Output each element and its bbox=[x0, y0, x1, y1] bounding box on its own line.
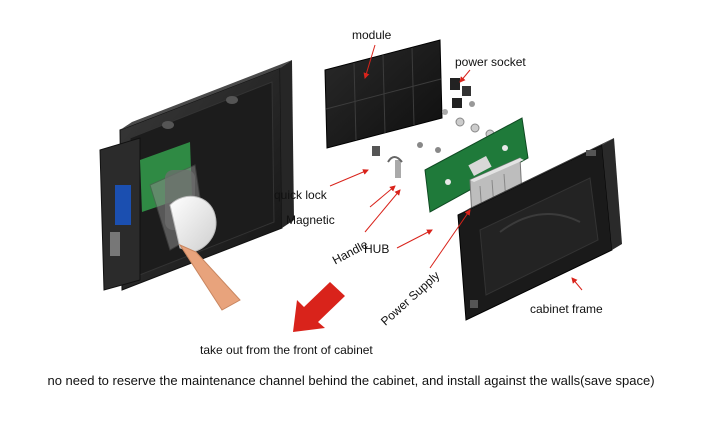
module-panel bbox=[324, 39, 443, 149]
small-parts bbox=[372, 78, 495, 178]
exploded-view-illustration bbox=[293, 39, 622, 332]
label-magnetic: Magnetic bbox=[286, 213, 335, 227]
label-power-socket: power socket bbox=[455, 55, 526, 69]
caption-front-removal: take out from the front of cabinet bbox=[200, 343, 373, 357]
label-quick-lock: quick lock bbox=[274, 188, 327, 202]
left-cabinet-illustration bbox=[99, 60, 294, 311]
cabinet-frame bbox=[457, 138, 622, 321]
leader-arrows bbox=[329, 44, 583, 291]
caption-footer: no need to reserve the maintenance chann… bbox=[47, 373, 655, 388]
hub-board bbox=[424, 117, 529, 213]
label-module: module bbox=[352, 28, 392, 42]
front-removal-arrow bbox=[293, 282, 345, 332]
label-hub: HUB bbox=[364, 242, 390, 256]
label-cabinet-frame: cabinet frame bbox=[530, 302, 603, 316]
